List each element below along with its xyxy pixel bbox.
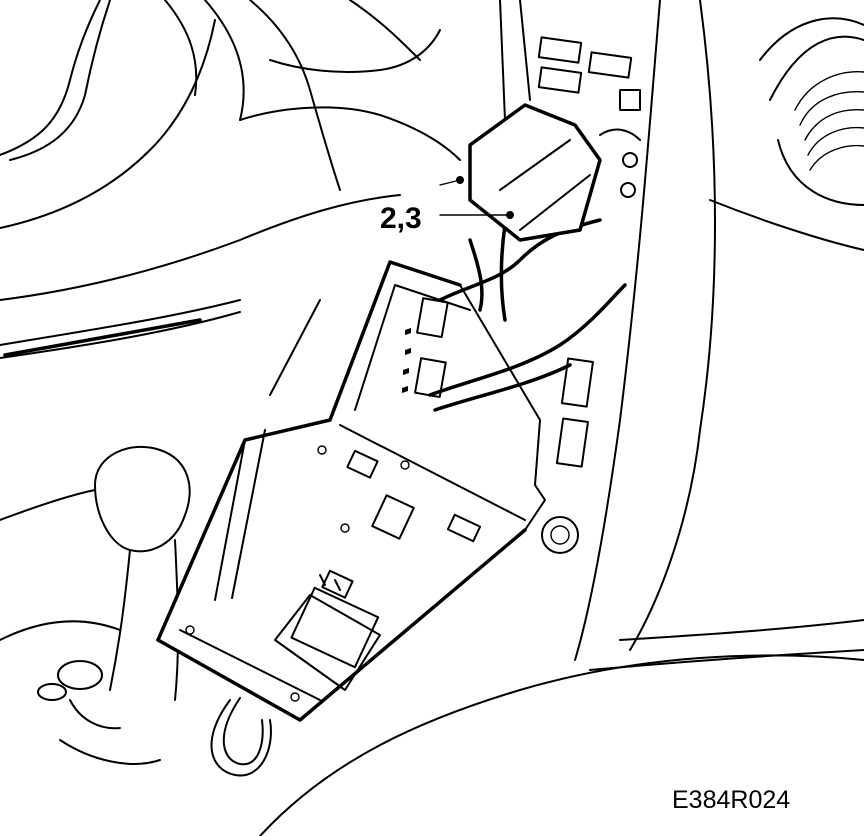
dashboard-outline bbox=[0, 0, 461, 359]
callout-label-connectors: 2,3 bbox=[380, 202, 422, 235]
center-console-frame bbox=[499, 0, 864, 671]
air-vent bbox=[759, 17, 864, 206]
callout-dot-2 bbox=[506, 211, 514, 219]
callout-dot-1 bbox=[456, 176, 464, 184]
steering-wheel-outline bbox=[0, 0, 341, 229]
cable-loop bbox=[210, 697, 272, 777]
wiring-harness bbox=[428, 103, 641, 412]
seat-edge bbox=[259, 654, 864, 836]
gear-shift-knob bbox=[0, 445, 191, 701]
ignition-key bbox=[0, 620, 161, 765]
callout-leader bbox=[439, 176, 514, 219]
radio-chassis bbox=[156, 260, 546, 722]
figure-id: E384R024 bbox=[672, 786, 790, 814]
